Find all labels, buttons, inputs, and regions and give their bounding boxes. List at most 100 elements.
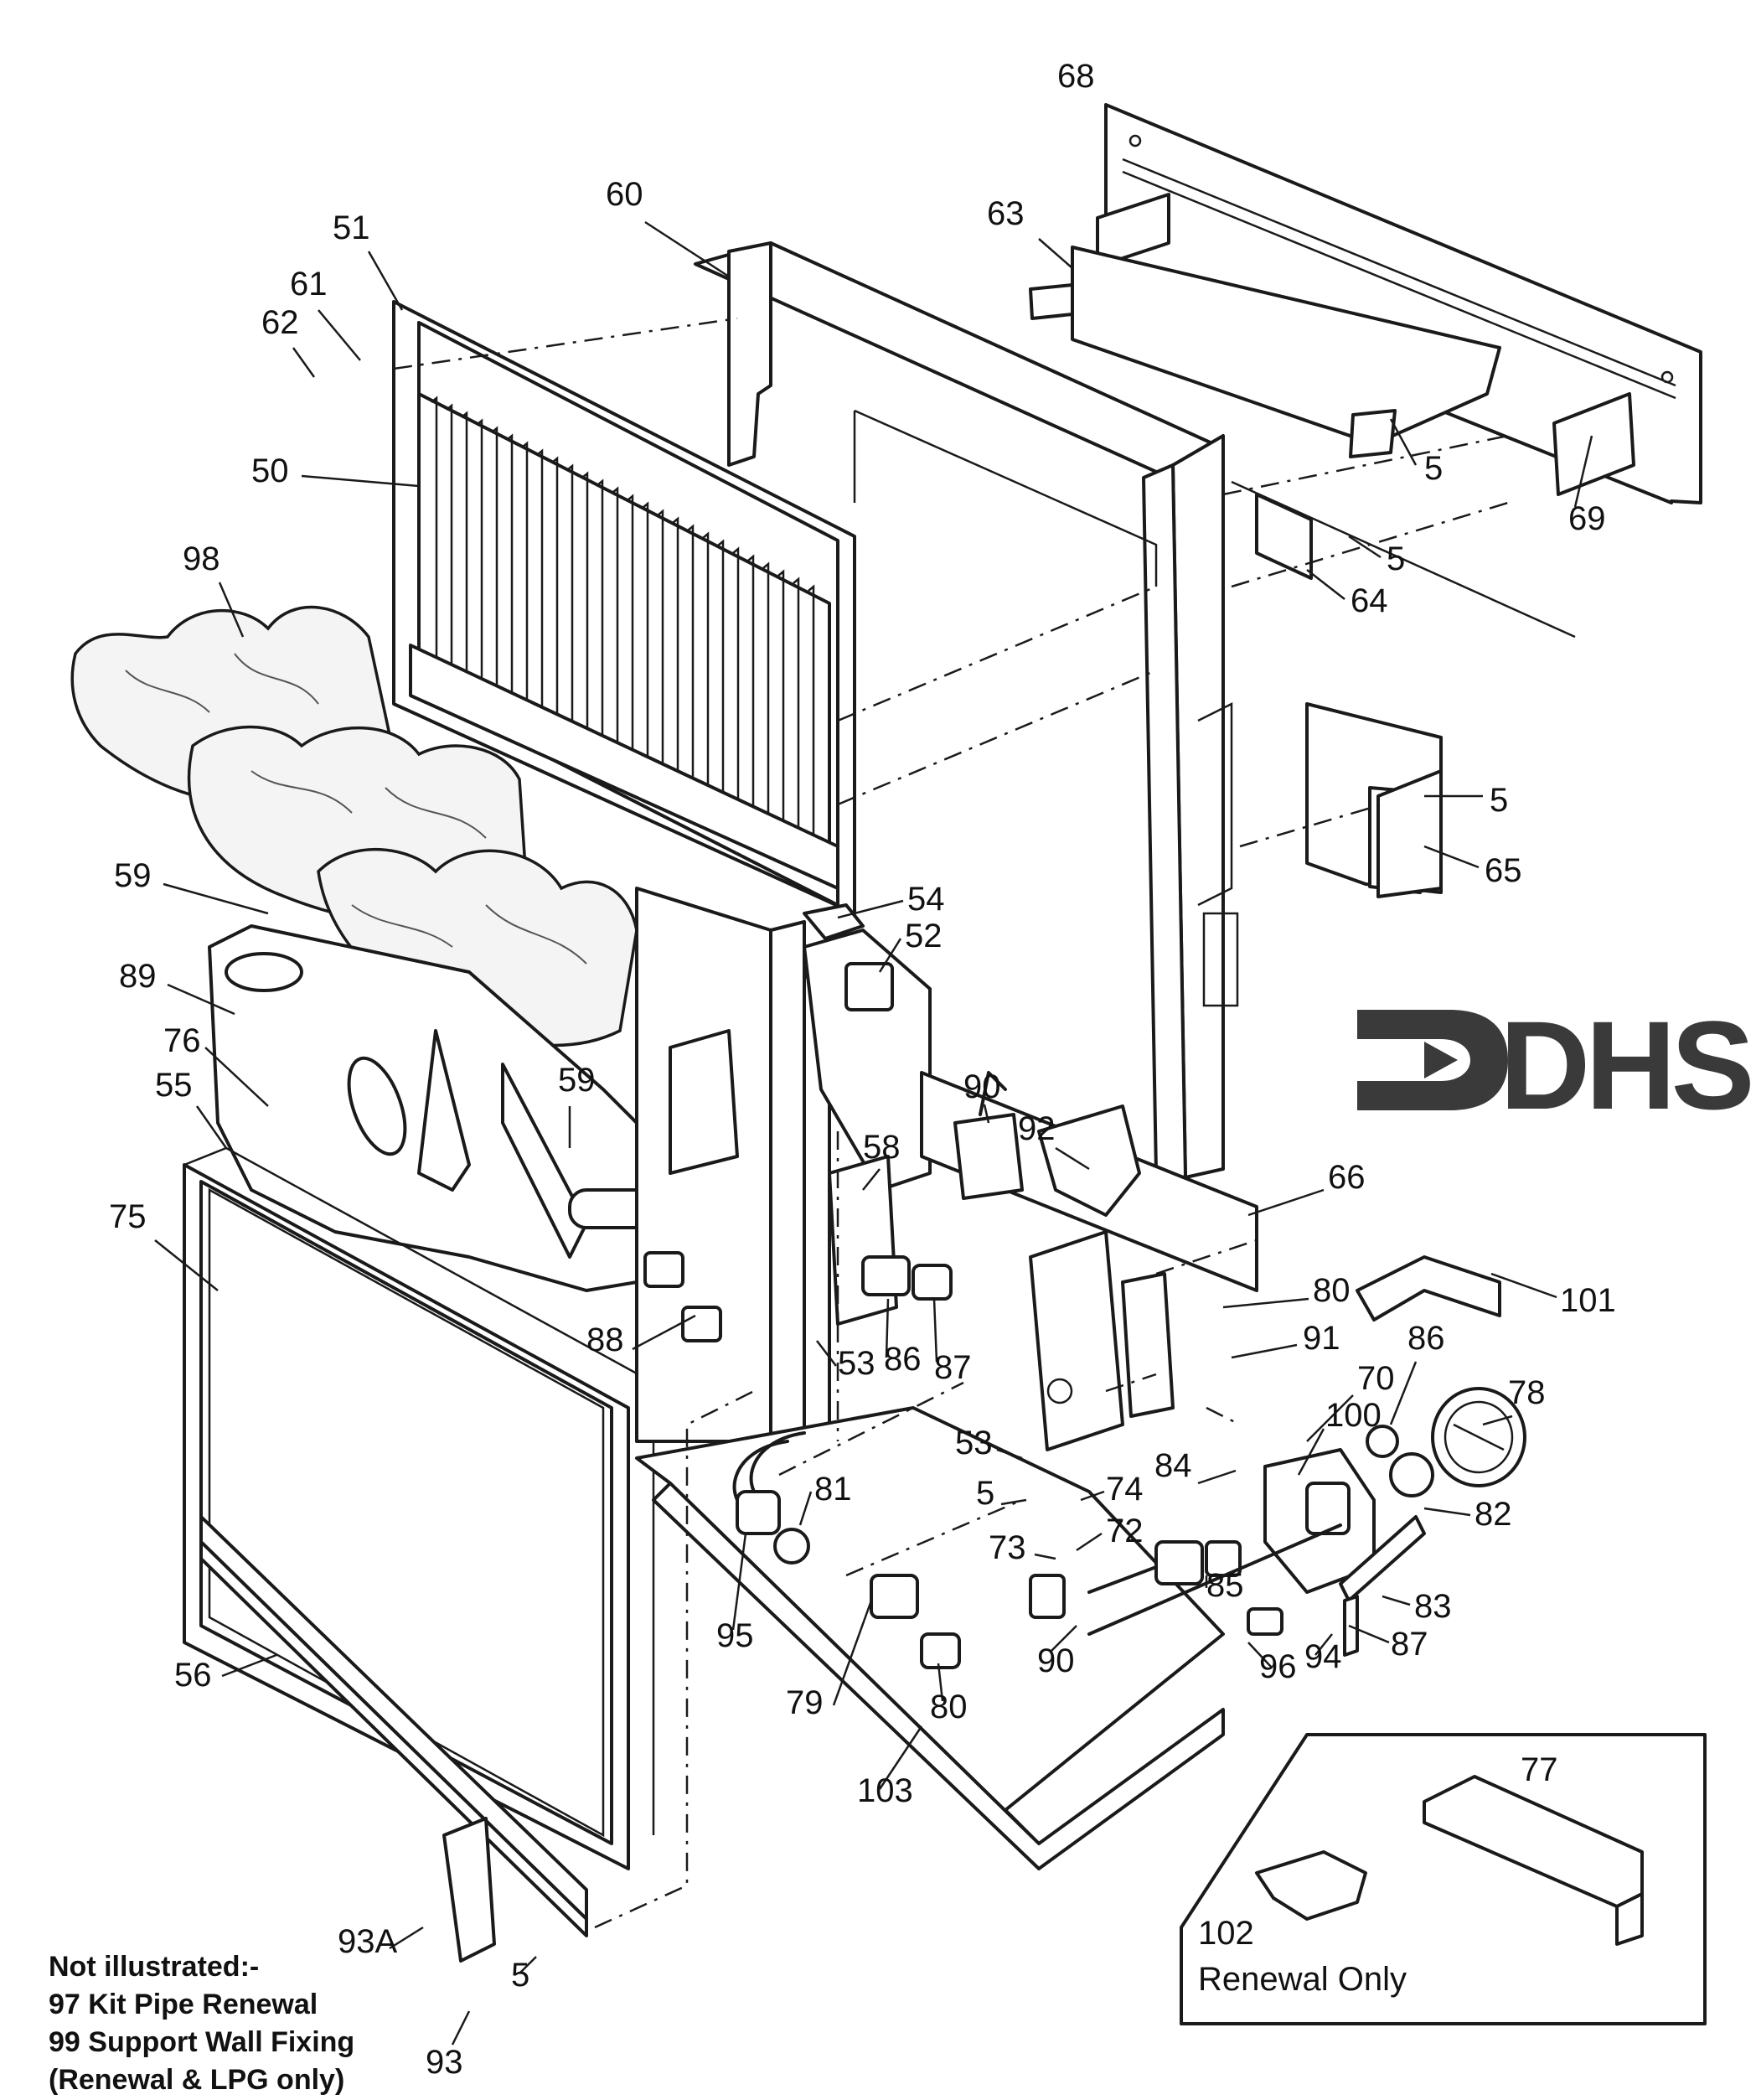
leader-line-c72 bbox=[1076, 1532, 1103, 1552]
leader-line-c92 bbox=[1055, 1146, 1090, 1171]
callout-c74: 74 bbox=[1106, 1471, 1144, 1508]
renewal-only-box: Renewal Only bbox=[1180, 1733, 1707, 2025]
callout-c90a: 90 bbox=[963, 1068, 1001, 1105]
leader-line-c98 bbox=[218, 582, 245, 638]
dhs-logo: DHS bbox=[1357, 995, 1756, 1135]
leader-line-c83 bbox=[1382, 1595, 1411, 1606]
callout-c98: 98 bbox=[183, 541, 220, 577]
part-54-seal bbox=[803, 903, 865, 940]
leader-line-c86b bbox=[1389, 1361, 1418, 1425]
callout-c81: 81 bbox=[814, 1471, 852, 1508]
firebox-chamber bbox=[635, 887, 831, 1468]
leader-line-c93a bbox=[389, 1926, 424, 1950]
callout-c102: 102 bbox=[1198, 1915, 1254, 1952]
leader-line-c54 bbox=[837, 899, 904, 919]
callout-c61: 61 bbox=[290, 266, 328, 303]
part-98-coal-bed bbox=[70, 605, 638, 1047]
callout-c51: 51 bbox=[333, 209, 370, 246]
callout-c70: 70 bbox=[1357, 1360, 1395, 1397]
callout-c65: 65 bbox=[1485, 852, 1522, 889]
leader-line-c93 bbox=[451, 2010, 471, 2046]
callout-c79: 79 bbox=[786, 1684, 824, 1721]
leader-line-c56 bbox=[221, 1653, 277, 1678]
leader-line-c84 bbox=[1197, 1469, 1237, 1485]
callout-c62: 62 bbox=[261, 304, 299, 341]
part-82-gas-valve bbox=[1263, 1425, 1434, 1594]
part-75-glass-door bbox=[183, 1163, 630, 1870]
callout-c95: 95 bbox=[716, 1617, 754, 1654]
callout-c68: 68 bbox=[1057, 58, 1095, 95]
callout-c63: 63 bbox=[987, 195, 1025, 232]
callout-c55: 55 bbox=[155, 1067, 193, 1104]
notes-line-3: (Renewal & LPG only) bbox=[49, 2064, 345, 2096]
callout-c73: 73 bbox=[989, 1529, 1026, 1566]
callout-c87a: 87 bbox=[934, 1349, 972, 1386]
leader-line-c96 bbox=[1247, 1642, 1273, 1668]
part-102-plate bbox=[1255, 1850, 1367, 1921]
leader-line-c52 bbox=[878, 938, 902, 973]
leader-line-c66 bbox=[1247, 1188, 1325, 1217]
leader-line-c94 bbox=[1314, 1633, 1333, 1656]
part-83-bracket bbox=[1339, 1515, 1426, 1657]
callout-c64: 64 bbox=[1351, 582, 1388, 619]
leader-line-c59a bbox=[163, 882, 269, 915]
leader-line-c69 bbox=[1573, 435, 1593, 508]
callout-c90b: 90 bbox=[1037, 1642, 1075, 1679]
leader-line-c55 bbox=[195, 1105, 228, 1149]
leader-line-c58 bbox=[862, 1168, 881, 1191]
callout-c86b: 86 bbox=[1407, 1320, 1445, 1357]
leader-line-c80b bbox=[937, 1663, 944, 1702]
callout-c82: 82 bbox=[1475, 1496, 1512, 1533]
part-52-bracket bbox=[803, 928, 932, 1192]
leader-line-c87b bbox=[1348, 1624, 1390, 1644]
callout-c5c: 5 bbox=[1490, 782, 1508, 819]
dhs-logo-text: DHS bbox=[1500, 995, 1751, 1135]
callout-c100: 100 bbox=[1325, 1397, 1382, 1434]
leader-line-c76 bbox=[204, 1047, 269, 1107]
part-65-side-box bbox=[1376, 769, 1443, 898]
renewal-only-label: Renewal Only bbox=[1198, 1961, 1407, 1998]
part-50-heat-exchanger bbox=[409, 392, 839, 890]
leader-line-c74 bbox=[1080, 1490, 1105, 1502]
leader-line-c5d bbox=[1000, 1498, 1027, 1506]
leader-line-c101 bbox=[1490, 1272, 1557, 1299]
pipework bbox=[732, 1431, 1342, 1669]
callout-c101: 101 bbox=[1560, 1282, 1616, 1319]
leader-line-c64 bbox=[1306, 569, 1345, 600]
callout-c89: 89 bbox=[119, 958, 157, 995]
leader-line-c75 bbox=[154, 1239, 219, 1291]
callout-c52: 52 bbox=[905, 918, 943, 954]
leader-line-c60 bbox=[644, 220, 730, 278]
leader-line-c87a bbox=[932, 1298, 938, 1363]
part-103-base-tray bbox=[635, 1406, 1225, 1870]
notes-heading: Not illustrated:- bbox=[49, 1951, 260, 1983]
leader-line-c53b bbox=[996, 1448, 1023, 1460]
leader-line-c5a bbox=[1389, 418, 1418, 466]
leader-line-c81 bbox=[798, 1491, 813, 1526]
dhs-logo-mark-icon bbox=[1357, 1010, 1508, 1110]
callout-c75: 75 bbox=[109, 1198, 147, 1235]
leader-line-c78 bbox=[1482, 1415, 1513, 1426]
leader-line-c70 bbox=[1306, 1394, 1354, 1442]
leader-line-c62 bbox=[292, 347, 316, 378]
leader-line-c79 bbox=[832, 1600, 873, 1706]
callout-c84: 84 bbox=[1154, 1447, 1192, 1484]
callout-c96: 96 bbox=[1259, 1648, 1297, 1685]
callout-c50: 50 bbox=[251, 453, 289, 489]
leader-line-c89 bbox=[167, 983, 235, 1016]
leader-line-c73 bbox=[1034, 1553, 1056, 1560]
callout-c54: 54 bbox=[907, 881, 945, 918]
callout-c103: 103 bbox=[857, 1772, 913, 1809]
callout-c72: 72 bbox=[1106, 1513, 1144, 1549]
callout-c58: 58 bbox=[863, 1129, 901, 1166]
callout-c77: 77 bbox=[1521, 1751, 1558, 1788]
callout-c85: 85 bbox=[1206, 1567, 1244, 1604]
callout-c78: 78 bbox=[1508, 1374, 1546, 1411]
callout-c69: 69 bbox=[1568, 500, 1606, 537]
part-68-back-plate bbox=[1096, 103, 1702, 504]
leader-line-c65 bbox=[1423, 845, 1480, 869]
leader-line-c51 bbox=[367, 251, 404, 311]
leader-line-c5e bbox=[519, 1956, 537, 1974]
